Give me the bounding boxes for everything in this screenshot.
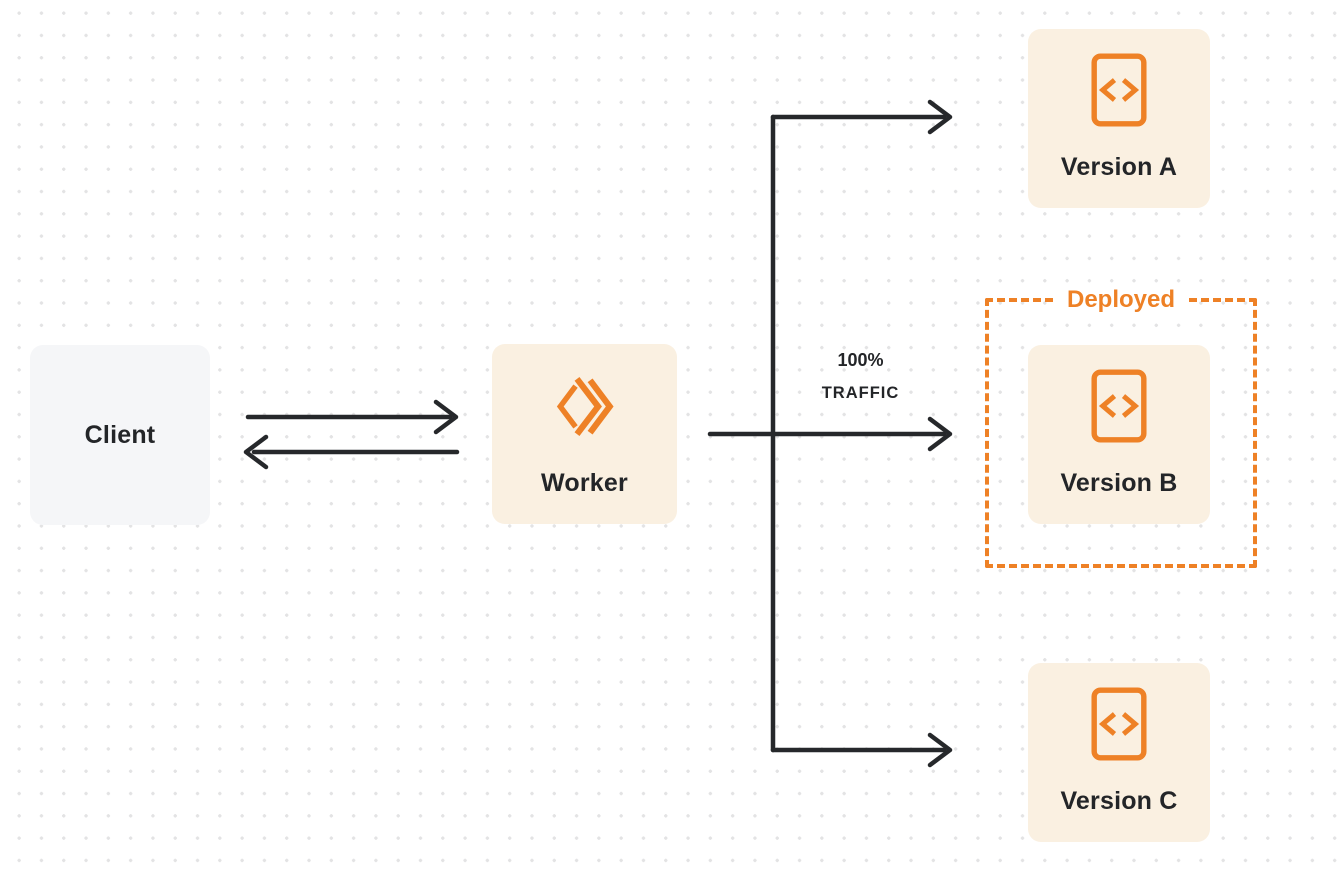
traffic-percent: 100% [837,350,884,370]
arrow-worker-to-client [243,434,460,470]
worker-label: Worker [541,469,628,497]
workers-logo-icon [545,370,625,443]
client-label: Client [84,420,156,449]
traffic-word: TRAFFIC [821,384,900,402]
code-file-icon [1091,369,1147,443]
arrow-branch-to-version-a [770,99,953,135]
version-a-label: Version A [1060,153,1178,181]
version-c-node: Version C [1028,663,1210,842]
arrow-client-to-worker [245,399,459,435]
client-node: Client [30,345,210,525]
code-file-icon [1091,53,1147,127]
version-a-node: Version A [1028,29,1210,208]
version-b-node: Version B [1028,345,1210,524]
worker-node: Worker [492,344,677,524]
deployed-outline: Deployed [985,285,1257,568]
code-file-icon [1091,687,1147,761]
version-b-label: Version B [1060,469,1178,497]
arrow-worker-to-version-b [707,416,953,452]
version-c-label: Version C [1060,787,1178,815]
deployed-label: Deployed [1054,285,1188,315]
arrow-branch-to-version-c [770,732,953,768]
traffic-annotation: 100% TRAFFIC [788,350,933,403]
